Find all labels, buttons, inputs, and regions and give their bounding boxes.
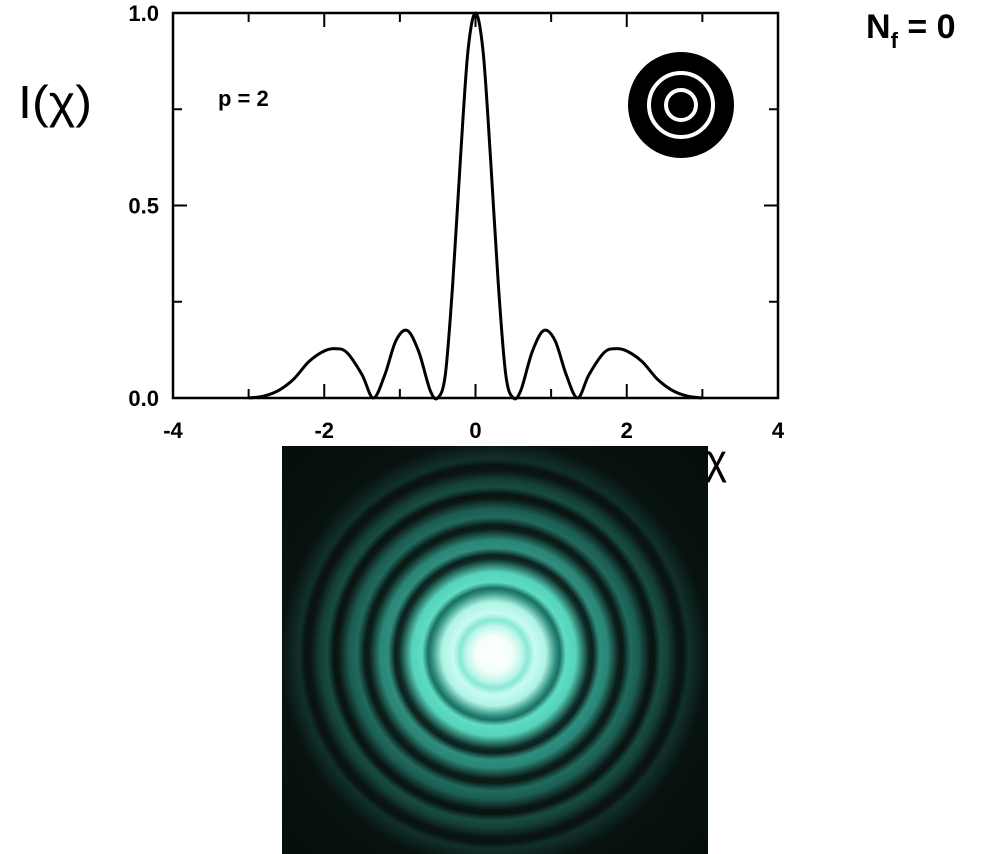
nf-label: Nf = 0 — [866, 8, 956, 53]
y-tick-label: 1.0 — [128, 1, 159, 26]
nf-subscript: f — [891, 28, 899, 53]
diffraction-pattern-image — [282, 446, 708, 854]
y-tick-label: 0.0 — [128, 386, 159, 411]
x-tick-label: -4 — [163, 418, 183, 443]
x-tick-label: -2 — [314, 418, 334, 443]
annotation-p: p = 2 — [218, 86, 269, 111]
tick-labels: -4 -2 0 2 4 0.0 0.5 1.0 — [128, 1, 784, 443]
x-tick-label: 4 — [772, 418, 785, 443]
y-tick-label: 0.5 — [128, 194, 159, 219]
nf-main: N — [866, 8, 891, 46]
inset-outer-ring — [647, 71, 715, 139]
y-axis-label: I(χ) — [18, 76, 92, 128]
x-tick-label: 2 — [621, 418, 633, 443]
aperture-inset-icon — [628, 52, 734, 158]
inset-inner-ring — [664, 88, 698, 122]
x-tick-label: 0 — [469, 418, 481, 443]
nf-value: = 0 — [898, 8, 956, 46]
x-axis-label: χ — [705, 436, 727, 483]
inset-disk — [628, 52, 734, 158]
intensity-curve — [248, 11, 703, 401]
